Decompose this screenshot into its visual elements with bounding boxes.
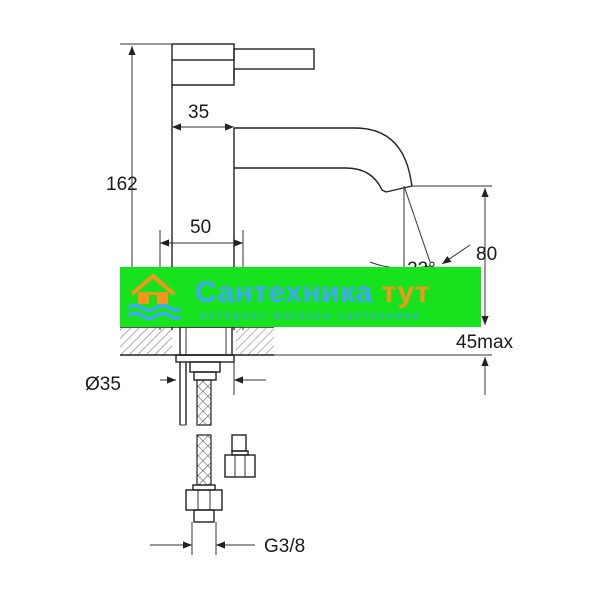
- connection-nut-2: [224, 454, 256, 478]
- countertop: [120, 326, 274, 356]
- connection-nut: [185, 489, 223, 511]
- spout-outlet: [385, 185, 413, 193]
- hose-left-upper: [196, 379, 212, 426]
- handle-cap: [171, 43, 235, 61]
- dim-spout-height: 80: [476, 244, 497, 265]
- hose-left-lower: [196, 434, 212, 486]
- dim-body-width: 50: [190, 217, 211, 238]
- mounting-assembly: [175, 326, 256, 523]
- watermark-subtitle: интернет-магазин сантехники: [200, 310, 422, 322]
- dim-handle-width: 35: [188, 102, 209, 123]
- dim-deck-thickness: 45max: [456, 332, 514, 353]
- handle-base: [171, 60, 235, 86]
- spout-top: [234, 127, 413, 187]
- watermark-title-accent: тут: [381, 276, 431, 309]
- dim-connection-thread: G3/8: [264, 536, 305, 557]
- watermark-title: Сантехника тут: [195, 276, 430, 310]
- watermark-title-main: Сантехника: [195, 276, 373, 309]
- handle-lever: [233, 48, 315, 70]
- spout-bottom: [234, 167, 387, 193]
- dim-hole-diameter: Ø35: [85, 374, 121, 395]
- dim-total-height: 162: [106, 174, 138, 195]
- house-waves-logo-icon: [126, 273, 182, 321]
